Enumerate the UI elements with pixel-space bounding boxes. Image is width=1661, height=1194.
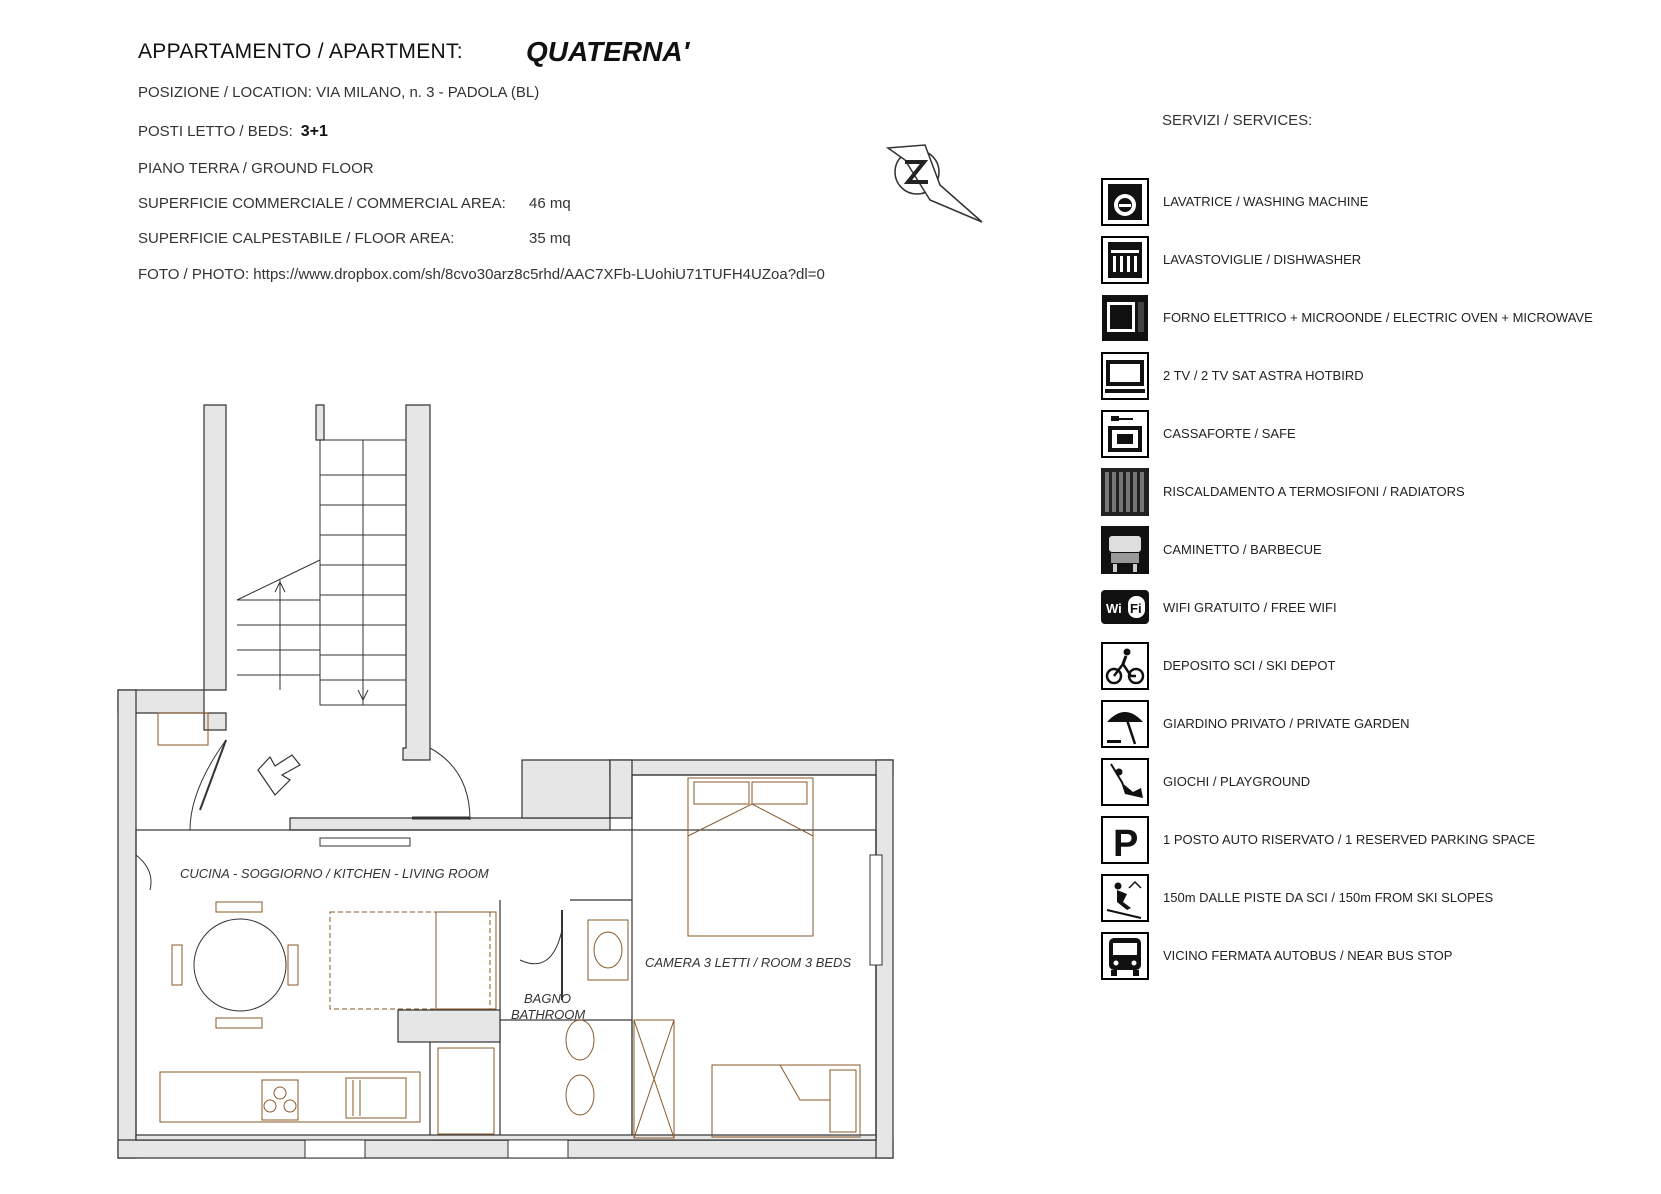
service-label: GIOCHI / PLAYGROUND bbox=[1163, 774, 1311, 789]
service-label: CAMINETTO / BARBECUE bbox=[1163, 542, 1322, 557]
room-label-bedroom: CAMERA 3 LETTI / ROOM 3 BEDS bbox=[645, 955, 851, 970]
wifi-icon-text-fi: Fi bbox=[1130, 601, 1142, 616]
oven-icon bbox=[1102, 295, 1148, 341]
wifi-icon: Wi Fi bbox=[1101, 590, 1149, 624]
parking-icon: P bbox=[1101, 816, 1149, 864]
service-item: Wi Fi WIFI GRATUITO / FREE WIFI bbox=[1101, 584, 1641, 632]
photo-link-text: FOTO / PHOTO: https://www.dropbox.com/sh… bbox=[138, 266, 825, 283]
service-item: RISCALDAMENTO A TERMOSIFONI / RADIATORS bbox=[1101, 468, 1641, 516]
service-item: GIOCHI / PLAYGROUND bbox=[1101, 758, 1641, 806]
service-label: WIFI GRATUITO / FREE WIFI bbox=[1163, 600, 1337, 615]
service-label: LAVATRICE / WASHING MACHINE bbox=[1163, 194, 1369, 209]
wifi-icon-text-wi: Wi bbox=[1106, 601, 1122, 616]
service-label: CASSAFORTE / SAFE bbox=[1163, 426, 1296, 441]
service-label: FORNO ELETTRICO + MICROONDE / ELECTRIC O… bbox=[1163, 310, 1593, 325]
service-label: 2 TV / 2 TV SAT ASTRA HOTBIRD bbox=[1163, 368, 1364, 383]
service-item: LAVATRICE / WASHING MACHINE bbox=[1101, 178, 1641, 226]
beds-row: POSTI LETTO / BEDS: 3+1 bbox=[138, 123, 328, 141]
service-item: DEPOSITO SCI / SKI DEPOT bbox=[1101, 642, 1641, 690]
beds-value: 3+1 bbox=[300, 123, 328, 140]
service-label: GIARDINO PRIVATO / PRIVATE GARDEN bbox=[1163, 716, 1410, 731]
service-item: CASSAFORTE / SAFE bbox=[1101, 410, 1641, 458]
skier-icon bbox=[1101, 874, 1149, 922]
safe-icon bbox=[1101, 410, 1149, 458]
apartment-name: QUATERNA' bbox=[526, 36, 690, 67]
staircase bbox=[236, 439, 407, 706]
umbrella-icon bbox=[1101, 700, 1149, 748]
washing-machine-icon bbox=[1101, 178, 1149, 226]
service-item: CAMINETTO / BARBECUE bbox=[1101, 526, 1641, 574]
room-label-living: CUCINA - SOGGIORNO / KITCHEN - LIVING RO… bbox=[180, 866, 489, 881]
apartment-title-label: APPARTAMENTO / APARTMENT: bbox=[138, 40, 463, 63]
bus-icon bbox=[1101, 932, 1149, 980]
floor-text: PIANO TERRA / GROUND FLOOR bbox=[138, 160, 374, 177]
barbecue-icon bbox=[1101, 526, 1149, 574]
commercial-area-label: SUPERFICIE COMMERCIALE / COMMERCIAL AREA… bbox=[138, 195, 506, 212]
bicycle-icon bbox=[1101, 642, 1149, 690]
radiator-icon bbox=[1101, 468, 1149, 516]
service-label: DEPOSITO SCI / SKI DEPOT bbox=[1163, 658, 1336, 673]
tv-icon bbox=[1101, 352, 1149, 400]
service-item: 2 TV / 2 TV SAT ASTRA HOTBIRD bbox=[1101, 352, 1641, 400]
room-label-bath-1: BAGNO bbox=[524, 991, 571, 1006]
north-arrow-icon bbox=[885, 144, 983, 223]
services-title: SERVIZI / SERVICES: bbox=[1162, 112, 1313, 129]
service-label: 150m DALLE PISTE DA SCI / 150m FROM SKI … bbox=[1163, 890, 1494, 905]
floor-area-label: SUPERFICIE CALPESTABILE / FLOOR AREA: bbox=[138, 230, 455, 247]
doors bbox=[135, 739, 563, 1000]
service-item: 150m DALLE PISTE DA SCI / 150m FROM SKI … bbox=[1101, 874, 1641, 922]
location-text: POSIZIONE / LOCATION: VIA MILANO, n. 3 -… bbox=[138, 84, 540, 101]
floor-area-value: 35 mq bbox=[529, 230, 571, 247]
windows bbox=[304, 837, 883, 1159]
service-item: LAVASTOVIGLIE / DISHWASHER bbox=[1101, 236, 1641, 284]
service-item: P 1 POSTO AUTO RISERVATO / 1 RESERVED PA… bbox=[1101, 816, 1641, 864]
service-label: VICINO FERMATA AUTOBUS / NEAR BUS STOP bbox=[1163, 948, 1453, 963]
service-item: GIARDINO PRIVATO / PRIVATE GARDEN bbox=[1101, 700, 1641, 748]
service-label: LAVASTOVIGLIE / DISHWASHER bbox=[1163, 252, 1362, 267]
furniture bbox=[157, 712, 861, 1139]
parking-icon-letter: P bbox=[1113, 823, 1138, 864]
service-item: VICINO FERMATA AUTOBUS / NEAR BUS STOP bbox=[1101, 932, 1641, 980]
commercial-area-value: 46 mq bbox=[529, 195, 571, 212]
service-label: RISCALDAMENTO A TERMOSIFONI / RADIATORS bbox=[1163, 484, 1465, 499]
service-item: FORNO ELETTRICO + MICROONDE / ELECTRIC O… bbox=[1101, 294, 1641, 342]
entrance-arrow-icon bbox=[257, 754, 301, 796]
dishwasher-icon bbox=[1101, 236, 1149, 284]
room-label-bath-2: BATHROOM bbox=[511, 1007, 585, 1022]
beds-label: POSTI LETTO / BEDS: bbox=[138, 123, 293, 140]
swing-icon bbox=[1101, 758, 1149, 806]
service-label: 1 POSTO AUTO RISERVATO / 1 RESERVED PARK… bbox=[1163, 832, 1536, 847]
